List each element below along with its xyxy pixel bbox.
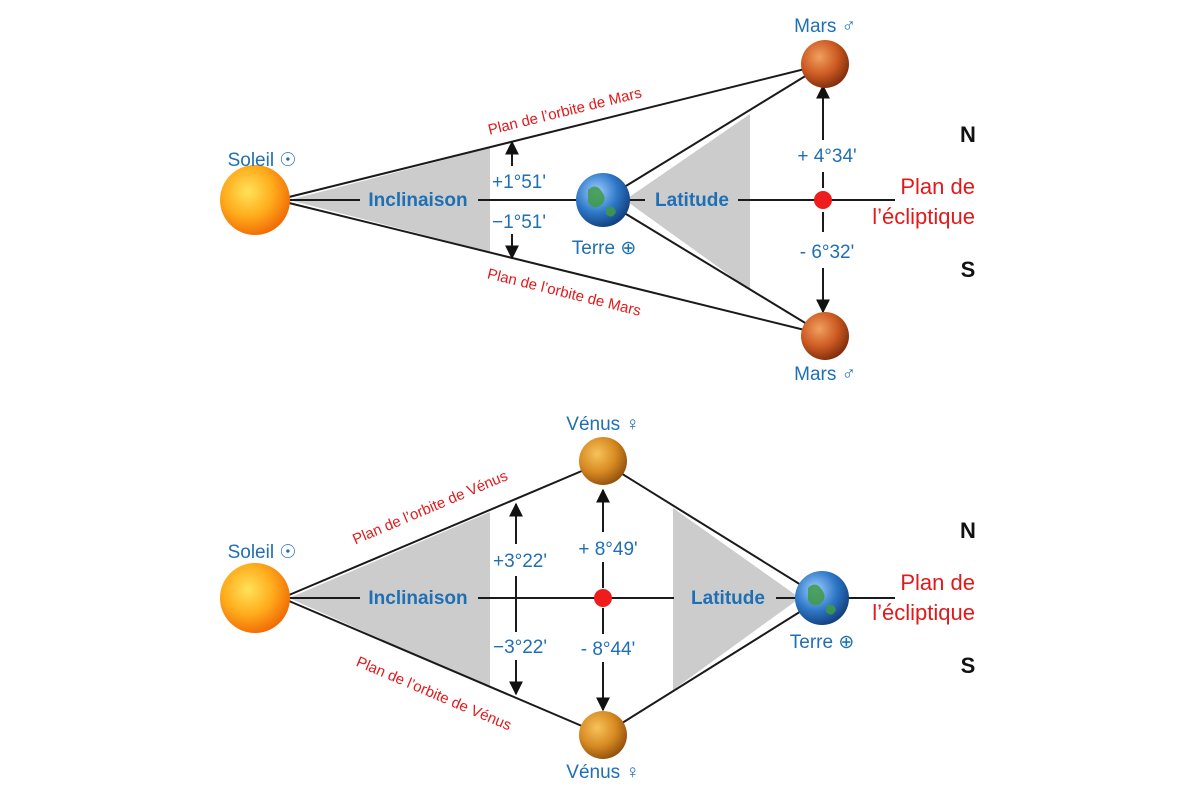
orbit-line-top [288,461,604,596]
orbit-plane-bottom-label: Plan de l’orbite de Mars [486,265,643,319]
mars-bottom-label: Mars ♂ [794,364,856,385]
inclination-label: Inclinaison [368,190,467,211]
ecliptic-plane-label-line2: l’écliptique [872,600,975,625]
venus-diagram: Soleil ☉ Terre ⊕ Vénus ♀ Vénus ♀ Inclina… [220,414,976,783]
latitude-minus-value: - 6°32' [800,242,855,263]
sight-line-bottom [602,199,826,336]
ecliptic-point-marker [814,191,832,209]
inclination-shade [289,512,490,688]
sun-icon [220,563,290,633]
sun-icon [220,165,290,235]
earth-label: Terre ⊕ [572,238,637,259]
inclination-minus-value: −1°51' [492,212,546,233]
sun-label: Soleil ☉ [228,150,297,171]
venus-icon [579,711,627,759]
inclination-minus-value: −3°22' [493,637,547,658]
orbit-plane-top-label: Plan de l’orbite de Mars [486,84,643,138]
mars-icon [801,40,849,88]
orbit-line-bottom [288,600,604,736]
inclination-label: Inclinaison [368,588,467,609]
mars-top-label: Mars ♂ [794,16,856,37]
latitude-plus-value: + 4°34' [797,146,856,167]
ecliptic-plane-label-line2: l’écliptique [872,204,975,229]
latitude-shade [625,114,750,290]
orbit-line-top [288,63,826,198]
latitude-minus-value: - 8°44' [581,639,636,660]
sun-label: Soleil ☉ [228,542,297,563]
venus-icon [579,437,627,485]
latitude-shade [673,508,800,690]
earth-label: Terre ⊕ [790,632,855,653]
earth-land-icon [808,584,836,615]
south-label: S [961,653,976,678]
inclination-shade [289,148,490,252]
mars-diagram: Soleil ☉ Terre ⊕ Mars ♂ Mars ♂ Inclinais… [220,16,976,385]
sight-line-bottom [602,597,823,736]
sight-line-top [602,63,826,201]
north-label: N [960,518,976,543]
sight-line-top [602,461,823,599]
inclination-plus-value: +3°22' [493,551,547,572]
mars-icon [801,312,849,360]
earth-land-icon [588,186,616,217]
venus-top-label: Vénus ♀ [566,414,639,435]
venus-bottom-label: Vénus ♀ [566,762,639,783]
latitude-label: Latitude [691,588,765,609]
latitude-label: Latitude [655,190,729,211]
north-label: N [960,122,976,147]
ecliptic-plane-label-line1: Plan de [900,570,975,595]
ecliptic-plane-label-line1: Plan de [900,174,975,199]
south-label: S [961,257,976,282]
latitude-plus-value: + 8°49' [578,539,637,560]
inclination-plus-value: +1°51' [492,172,546,193]
ecliptic-point-marker [594,589,612,607]
orbit-line-bottom [288,202,826,336]
